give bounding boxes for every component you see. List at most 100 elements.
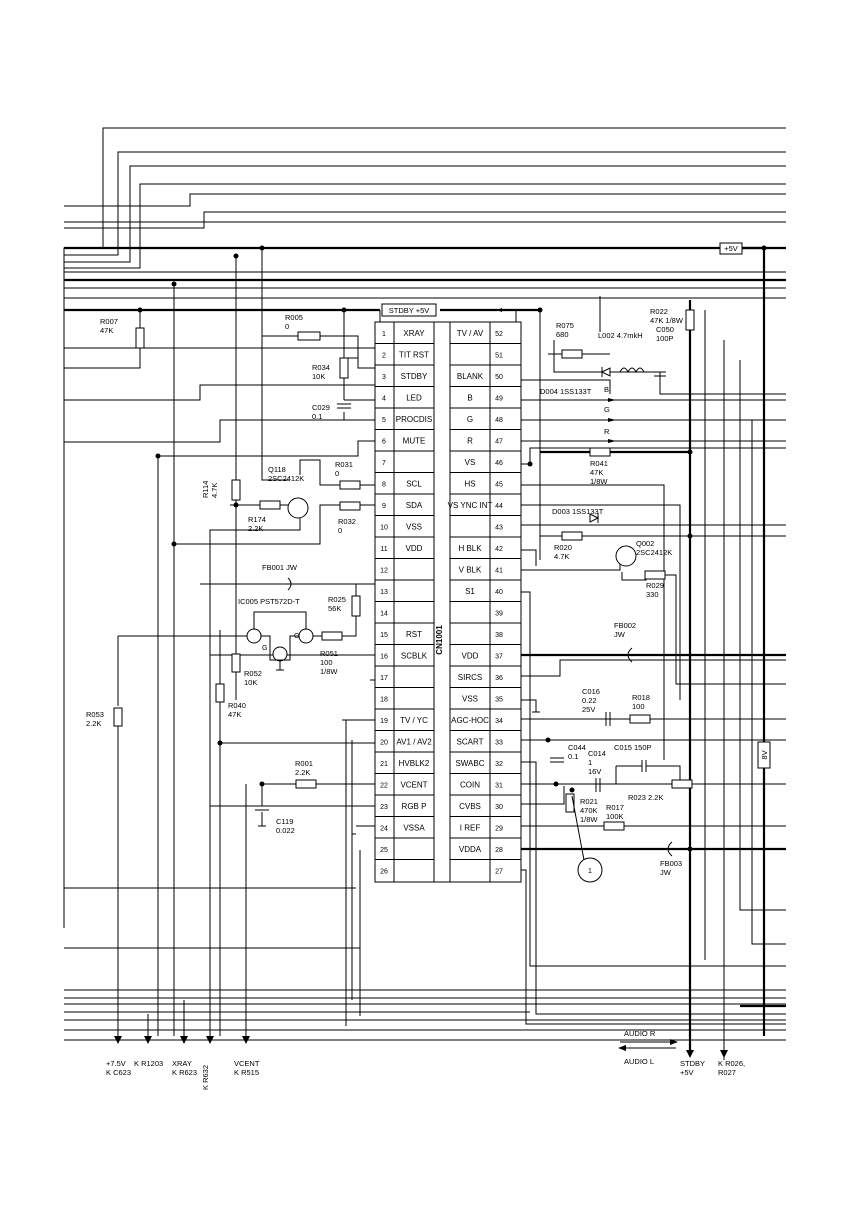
pin-number: 50 bbox=[495, 374, 503, 381]
pin-number: 24 bbox=[380, 825, 388, 832]
pin-number: 31 bbox=[495, 782, 503, 789]
audio-r-label: AUDIO R bbox=[624, 1029, 656, 1038]
pin-label: COIN bbox=[460, 780, 480, 789]
pin-number: 26 bbox=[380, 868, 388, 875]
pin-label: AGC-HOC bbox=[451, 716, 489, 725]
pin-label: BLANK bbox=[457, 372, 484, 381]
pin-number: 5 bbox=[382, 417, 386, 424]
signal-r-label: R bbox=[604, 427, 610, 436]
bottom-label-stdby: STDBY+5V bbox=[680, 1059, 705, 1077]
pin-number: 9 bbox=[382, 503, 386, 510]
r023-label: R023 2.2K bbox=[628, 793, 663, 802]
pin-number: 38 bbox=[495, 632, 503, 639]
stdby-rail-label: STDBY +5V bbox=[389, 306, 430, 315]
components bbox=[113, 245, 767, 883]
node-1-label: 1 bbox=[588, 868, 592, 875]
pin-number: 34 bbox=[495, 718, 503, 725]
rail-8v-label: 8V bbox=[760, 750, 769, 759]
pin-number: 20 bbox=[380, 739, 388, 746]
pin-label: R bbox=[467, 436, 473, 445]
pin-number: 41 bbox=[495, 567, 503, 574]
pin-number: 35 bbox=[495, 696, 503, 703]
pin-number: 47 bbox=[495, 438, 503, 445]
l002-label: L002 4.7mkH bbox=[598, 331, 643, 340]
pin-number: 13 bbox=[380, 589, 388, 596]
fb001-label: FB001 JW bbox=[262, 563, 298, 572]
pin-label: TIT RST bbox=[399, 350, 429, 359]
pin-label: VDDA bbox=[459, 845, 482, 854]
pin-number: 19 bbox=[380, 718, 388, 725]
pin-label: TV / AV bbox=[457, 329, 484, 338]
pin-number: 42 bbox=[495, 546, 503, 553]
ic-output-label: O bbox=[294, 633, 300, 640]
ic-ground-label: G bbox=[262, 645, 267, 652]
pin-number: 23 bbox=[380, 804, 388, 811]
pin-label: I REF bbox=[460, 823, 481, 832]
pin-label: H BLK bbox=[458, 544, 482, 553]
pin-number: 43 bbox=[495, 524, 503, 531]
pin-label: S1 bbox=[465, 587, 475, 596]
pin-label: VCENT bbox=[400, 780, 427, 789]
rail-labels: STDBY +5V +5V 8V bbox=[381, 242, 771, 769]
pin-label: AV1 / AV2 bbox=[396, 737, 432, 746]
pin-number: 17 bbox=[380, 675, 388, 682]
pin-label: VSSA bbox=[403, 823, 425, 832]
pin-number: 12 bbox=[380, 567, 388, 574]
pin-label: MUTE bbox=[403, 436, 426, 445]
pin-number: 21 bbox=[380, 761, 388, 768]
pin-number: 15 bbox=[380, 632, 388, 639]
pin-number: 48 bbox=[495, 417, 503, 424]
pin-number: 28 bbox=[495, 847, 503, 854]
pin-label: VDD bbox=[406, 544, 423, 553]
pin-number: 7 bbox=[382, 460, 386, 467]
pin-label: SCART bbox=[457, 737, 484, 746]
plus5-rail bbox=[688, 246, 766, 1050]
pin-label: HS bbox=[464, 479, 475, 488]
right-bus-lines bbox=[516, 296, 786, 1060]
pin-number: 10 bbox=[380, 524, 388, 531]
pin-number: 32 bbox=[495, 761, 503, 768]
pin-number: 49 bbox=[495, 395, 503, 402]
pin-label: G bbox=[467, 415, 473, 424]
c015-label: C015 150P bbox=[614, 743, 652, 752]
pin-number: 18 bbox=[380, 696, 388, 703]
pin-label: PROCDIS bbox=[396, 415, 432, 424]
pin-number: 14 bbox=[380, 610, 388, 617]
pin-label: HVBLK2 bbox=[399, 759, 430, 768]
d004-label: D004 1SS133T bbox=[540, 387, 592, 396]
bottom-label-r026: K R026,R027 bbox=[718, 1059, 745, 1077]
pin-label: SIRCS bbox=[458, 673, 482, 682]
pin-label: SWABC bbox=[455, 759, 484, 768]
pin-label: LED bbox=[406, 393, 422, 402]
bottom-arrows bbox=[114, 1000, 728, 1058]
pin-number: 3 bbox=[382, 374, 386, 381]
pin-label: SCBLK bbox=[401, 651, 428, 660]
pin-label: B bbox=[467, 393, 472, 402]
pin-number: 6 bbox=[382, 438, 386, 445]
